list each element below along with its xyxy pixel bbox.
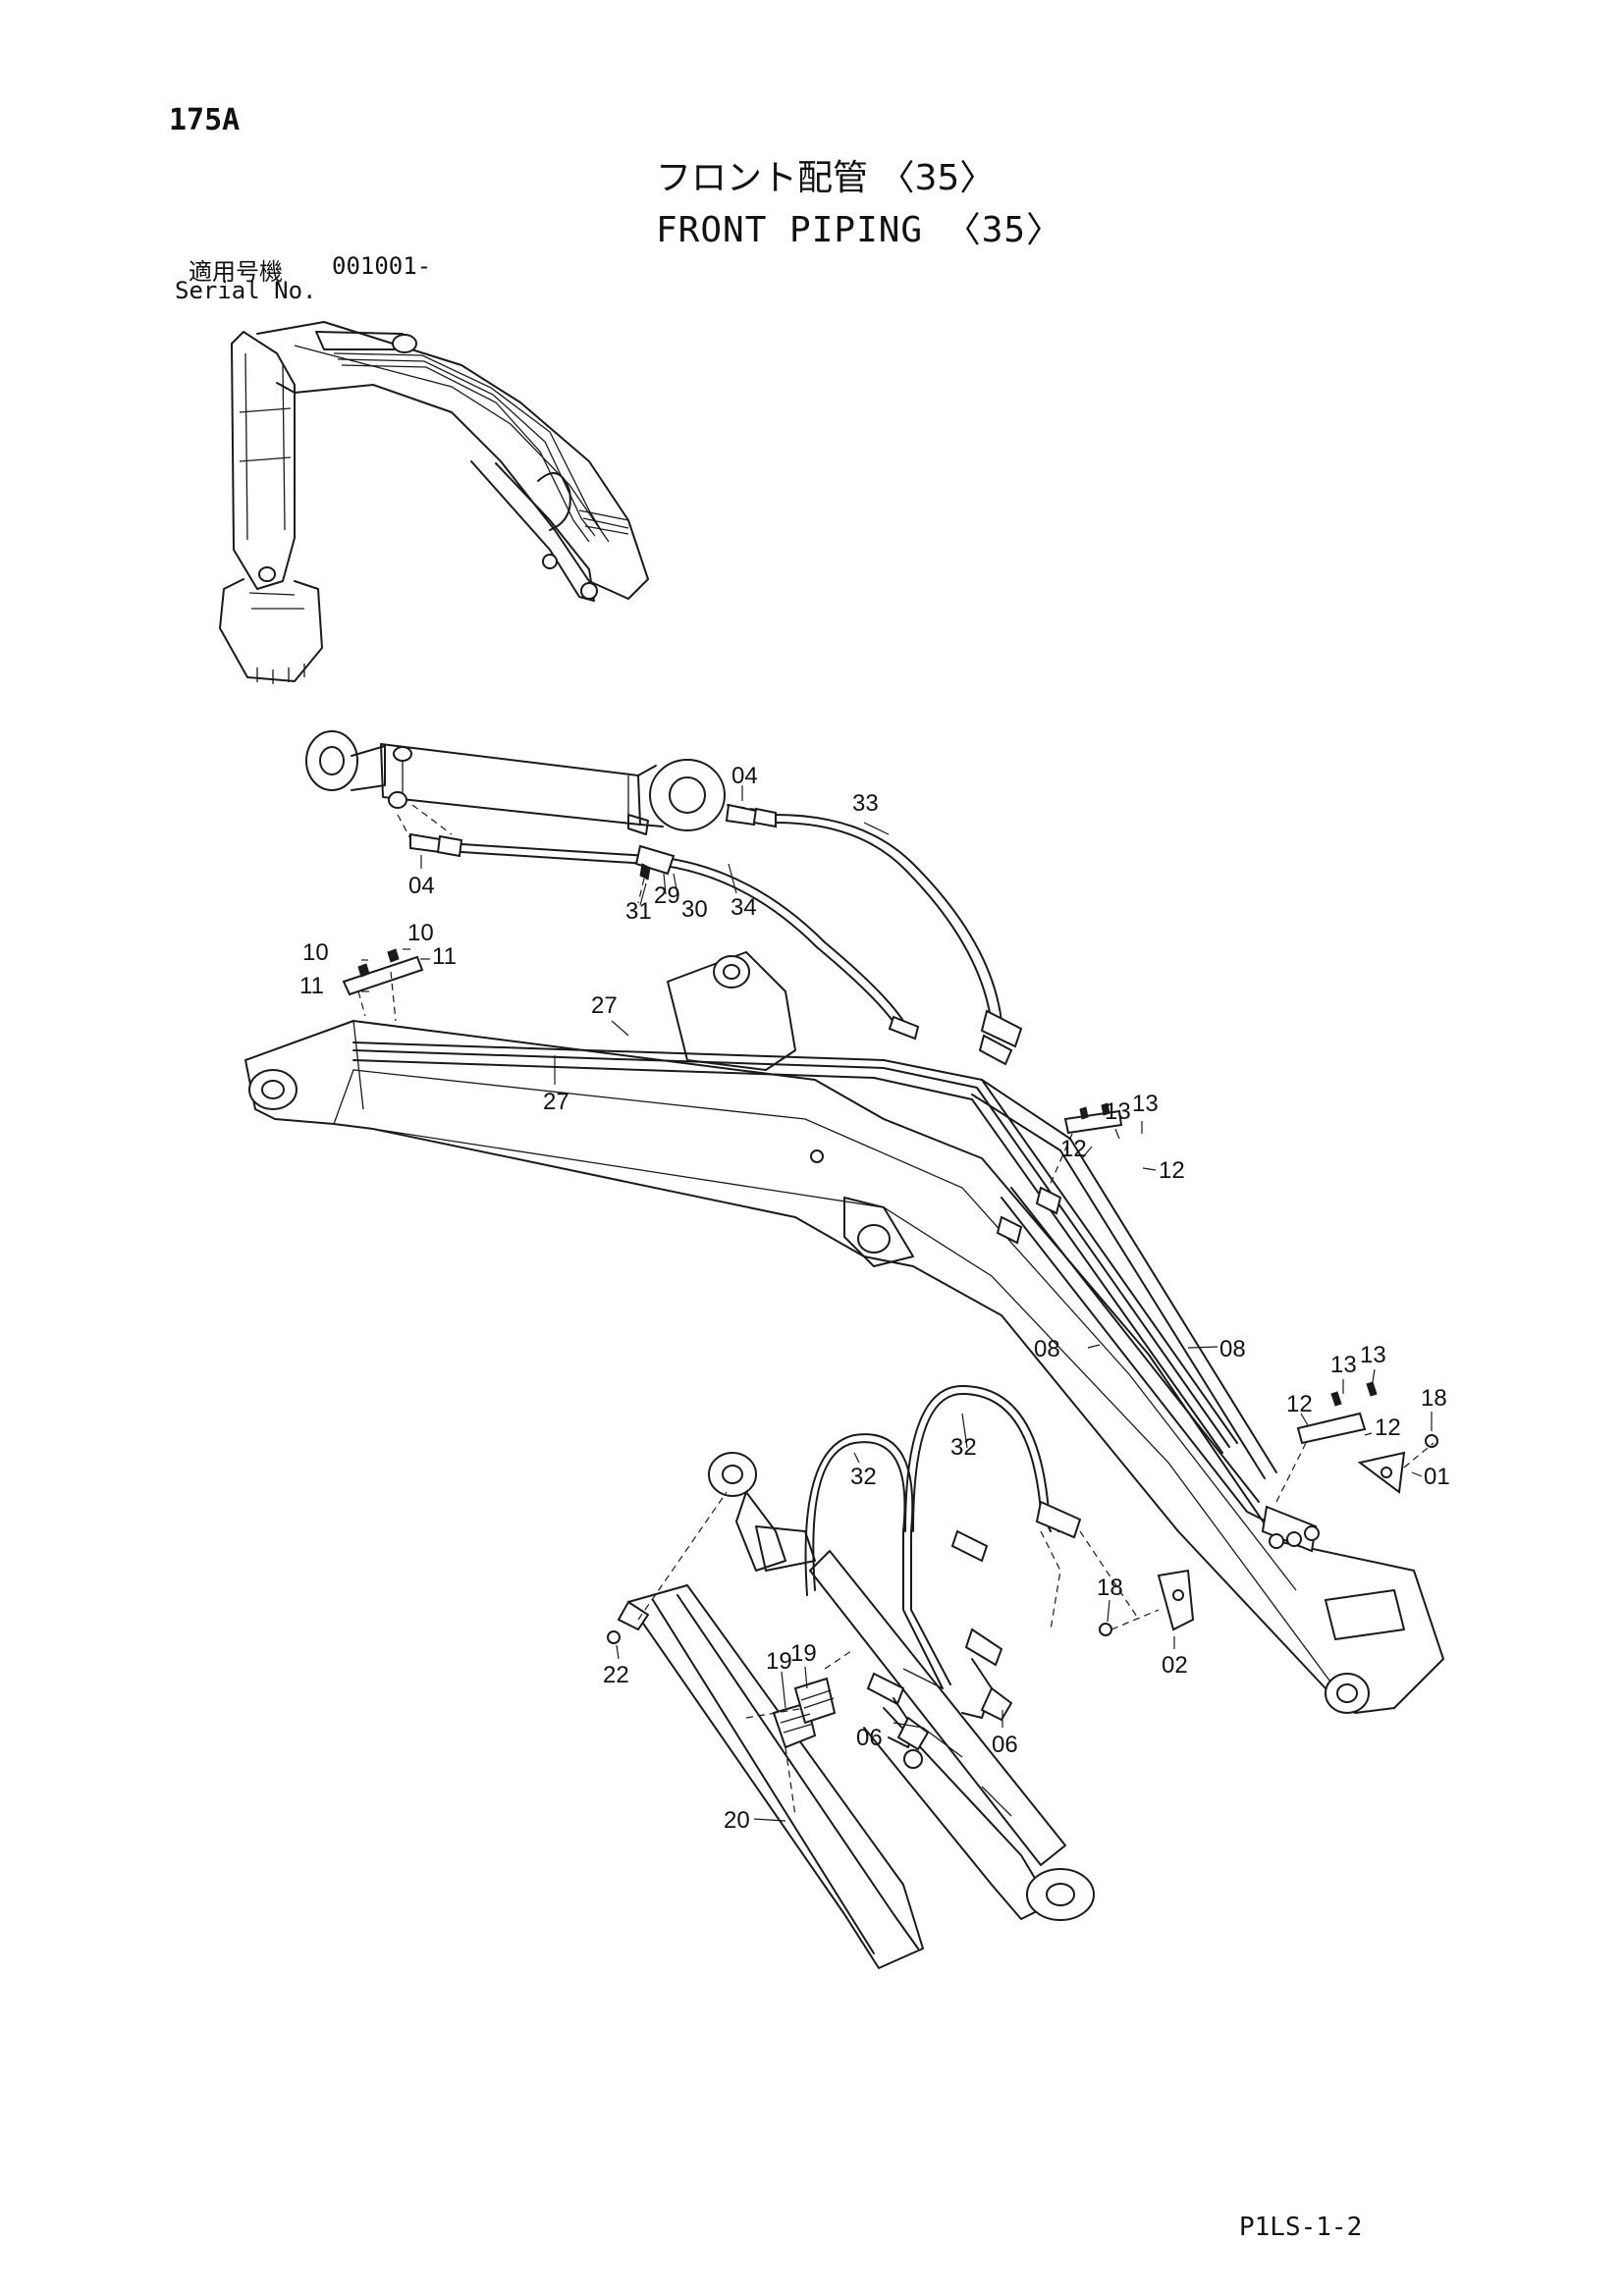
drawing-code: P1LS-1-2 <box>1239 2213 1363 2242</box>
callout-10-right: 10 <box>407 920 434 946</box>
fitting-04 <box>409 803 777 858</box>
callout-13-low-a: 13 <box>1330 1352 1357 1378</box>
callout-18-right: 18 <box>1421 1385 1447 1412</box>
callout-10-left: 10 <box>302 939 329 966</box>
callout-08-right: 08 <box>1219 1336 1246 1362</box>
callout-19-a: 19 <box>766 1648 792 1675</box>
callout-32-left: 32 <box>850 1464 877 1490</box>
callout-labels: 01 02 04 04 06 06 08 08 10 10 11 11 12 1… <box>299 763 1450 1834</box>
title-japanese: フロント配管 〈35〉 <box>656 158 996 198</box>
bucket-cylinder <box>708 1452 1095 1921</box>
leader-lines <box>361 785 1433 1822</box>
callout-13-mid-a: 13 <box>1105 1098 1131 1125</box>
guard-20 <box>607 1584 924 1969</box>
overview-front-attachment-drawing <box>219 321 649 684</box>
callout-12-mid-right: 12 <box>1159 1157 1185 1184</box>
callout-18-left: 18 <box>1097 1575 1123 1601</box>
callout-27-top: 27 <box>591 992 618 1019</box>
callout-19-b: 19 <box>790 1640 817 1667</box>
serial-label-japanese: 適用号機 <box>189 258 283 286</box>
callout-33: 33 <box>852 790 879 817</box>
page-number: 175A <box>169 103 241 137</box>
serial-label-english: Serial No. <box>175 277 317 304</box>
title-english: FRONT PIPING 〈35〉 <box>656 210 1063 250</box>
callout-04-top: 04 <box>731 763 758 789</box>
callout-30: 30 <box>681 896 708 923</box>
callout-31: 31 <box>625 898 652 925</box>
callout-06-left: 06 <box>856 1725 883 1751</box>
callout-29: 29 <box>654 882 680 909</box>
callout-11-right: 11 <box>432 943 457 970</box>
callout-27-bottom: 27 <box>543 1089 569 1115</box>
callout-22: 22 <box>603 1662 629 1688</box>
callout-06-right: 06 <box>992 1732 1018 1758</box>
callout-13-mid-b: 13 <box>1132 1091 1159 1117</box>
callout-32-right: 32 <box>950 1434 977 1461</box>
callout-12-low-left: 12 <box>1286 1391 1313 1417</box>
callout-20: 20 <box>724 1807 750 1834</box>
callout-01: 01 <box>1424 1464 1450 1490</box>
callout-11-left: 11 <box>299 973 324 999</box>
callout-13-low-b: 13 <box>1360 1342 1386 1368</box>
callout-08-left: 08 <box>1034 1336 1060 1362</box>
callout-04-left: 04 <box>408 873 435 899</box>
callout-12-mid-left: 12 <box>1060 1136 1087 1162</box>
callout-34: 34 <box>731 894 757 921</box>
clamp-10-11 <box>342 948 424 1022</box>
callout-02: 02 <box>1162 1652 1188 1679</box>
callout-12-low-right: 12 <box>1375 1415 1401 1441</box>
boom <box>244 951 1444 1714</box>
serial-number-value: 001001- <box>332 252 432 280</box>
arm-cylinder <box>305 730 726 835</box>
